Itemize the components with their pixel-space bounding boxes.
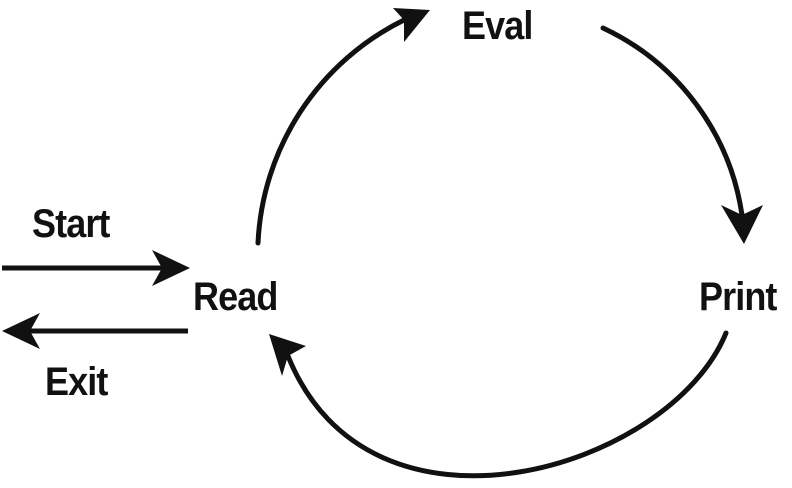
node-eval: Eval xyxy=(462,4,533,48)
exit-arrowhead xyxy=(2,313,40,349)
node-read: Read xyxy=(193,275,278,319)
start-arrowhead xyxy=(152,250,190,286)
arrowhead-print xyxy=(721,205,763,244)
arrowhead-read xyxy=(269,334,306,376)
node-print: Print xyxy=(699,275,777,319)
edge-label-exit: Exit xyxy=(45,360,108,404)
arc-eval-to-print xyxy=(600,25,745,218)
edge-label-start: Start xyxy=(32,202,110,246)
arc-read-to-eval xyxy=(255,17,407,246)
arc-print-to-read xyxy=(285,330,729,479)
arrowhead-eval xyxy=(393,8,430,42)
